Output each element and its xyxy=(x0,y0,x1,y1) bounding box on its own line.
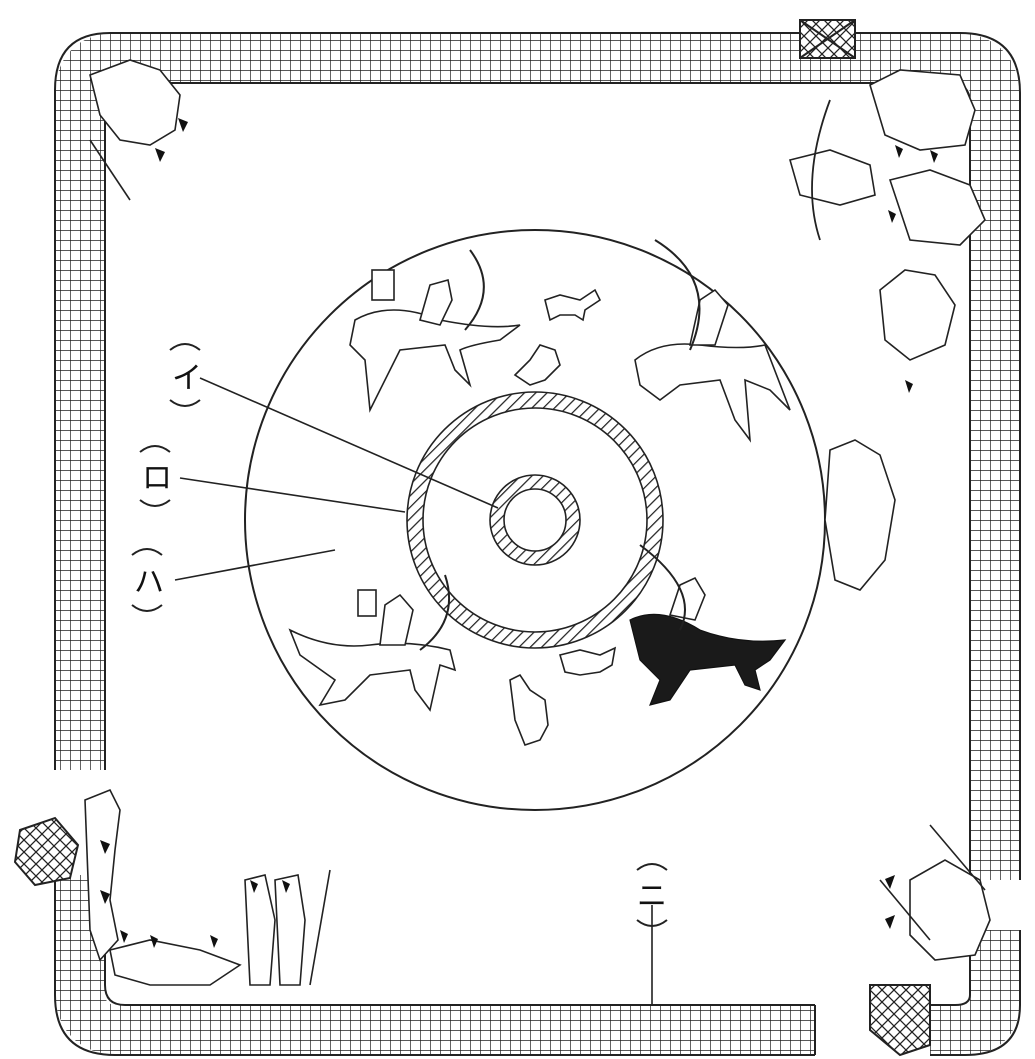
middle-rope-ring-ro xyxy=(415,400,655,640)
top-gate xyxy=(800,20,855,58)
figures-top-right xyxy=(790,70,985,590)
dog-figures xyxy=(510,290,615,745)
left-gate xyxy=(15,818,78,885)
figures-bottom-left xyxy=(85,790,330,985)
mounted-archer-bottom-left xyxy=(290,575,455,710)
label-i: イ xyxy=(170,344,202,406)
label-ha-text: ハ xyxy=(134,565,164,600)
label-ha: ハ xyxy=(132,549,164,611)
label-i-text: イ xyxy=(172,361,202,396)
inner-rope-ring-i xyxy=(497,482,573,558)
mounted-archer-top-right xyxy=(635,240,790,440)
bottom-right-gate xyxy=(870,985,930,1055)
label-ni-text: ニ xyxy=(637,879,667,914)
label-ro: ロ xyxy=(140,446,172,506)
label-ro-text: ロ xyxy=(142,461,172,496)
mounted-archer-top-left xyxy=(350,250,520,410)
